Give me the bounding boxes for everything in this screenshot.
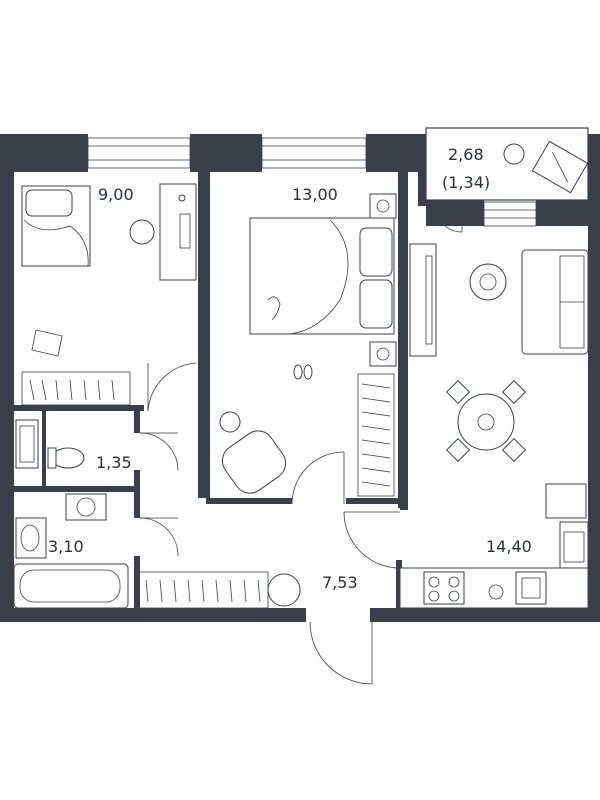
pillow-1 bbox=[359, 227, 393, 277]
wardrobe-bedroom1 bbox=[21, 371, 131, 406]
area-label-balcony-reduced: (1,34) bbox=[442, 173, 490, 192]
area-label-hallway: 7,53 bbox=[322, 573, 358, 592]
bathroom bbox=[13, 493, 179, 609]
cooktop bbox=[423, 571, 465, 605]
sink-toilet bbox=[15, 419, 39, 469]
wall-bedroom1-bottom bbox=[14, 405, 144, 411]
nightstand-bottom bbox=[369, 341, 397, 367]
hangers-bedroom2 bbox=[361, 383, 391, 487]
desk-chair bbox=[129, 219, 155, 245]
wall-toilet-bottom bbox=[14, 486, 140, 492]
wall-toilet-left bbox=[42, 405, 46, 490]
area-label-bathroom: 3,10 bbox=[48, 537, 84, 556]
wall-outer-left bbox=[0, 134, 14, 622]
pillow-2 bbox=[359, 279, 393, 329]
duvet-fold bbox=[289, 219, 349, 335]
walls bbox=[0, 134, 600, 622]
wall-bath-right bbox=[134, 492, 140, 518]
balcony bbox=[425, 127, 589, 233]
wall-top-2 bbox=[190, 134, 262, 172]
door-swing-living bbox=[343, 511, 401, 569]
wall-bottom-right bbox=[370, 608, 600, 622]
area-label-balcony: 2,68 bbox=[448, 145, 484, 164]
dining-chair-2 bbox=[501, 379, 527, 405]
area-label-toilet: 1,35 bbox=[96, 453, 132, 472]
wall-top-1 bbox=[0, 134, 88, 172]
hangers-hallway bbox=[145, 579, 261, 603]
window-living bbox=[483, 201, 537, 227]
door-swing-entrance bbox=[309, 621, 373, 685]
armchair bbox=[221, 430, 287, 494]
dining-chair-4 bbox=[501, 437, 527, 463]
wall-partition-living bbox=[398, 168, 408, 508]
hangers-bedroom1 bbox=[29, 379, 115, 401]
wall-top-balcony-left bbox=[418, 134, 426, 206]
dining-table bbox=[457, 393, 515, 451]
sink-bathroom bbox=[15, 517, 47, 559]
wall-kitchen-top-left bbox=[426, 200, 484, 226]
door-swing-bathroom bbox=[139, 517, 179, 557]
slippers-right bbox=[303, 364, 313, 380]
bedroom-1 bbox=[21, 183, 197, 412]
hallway bbox=[137, 511, 401, 685]
wall-toilet-right-2 bbox=[134, 470, 140, 490]
windows bbox=[87, 137, 537, 227]
kitchen-sink bbox=[515, 571, 547, 605]
monitor bbox=[179, 213, 191, 249]
desk bbox=[159, 183, 197, 281]
kitchen-living bbox=[399, 243, 589, 609]
window-bedroom1 bbox=[87, 137, 191, 169]
dining-chair-3 bbox=[445, 437, 471, 463]
door-swing-bedroom2 bbox=[291, 451, 345, 505]
toilet-bowl bbox=[51, 447, 85, 469]
coffee-table bbox=[469, 263, 507, 301]
wall-bedroom2-bottom bbox=[206, 498, 292, 504]
hallway-pouf bbox=[267, 573, 301, 607]
fridge bbox=[545, 483, 587, 519]
wall-toilet-right bbox=[134, 411, 140, 433]
dining-chair-1 bbox=[445, 379, 471, 405]
area-labels: 9,00 13,00 2,68 (1,34) 1,35 3,10 7,53 14… bbox=[48, 145, 532, 592]
toilet bbox=[15, 419, 179, 471]
wall-bottom-left bbox=[0, 608, 306, 622]
sofa bbox=[521, 249, 589, 355]
blanket-fold bbox=[23, 219, 89, 267]
balcony-chair bbox=[503, 143, 525, 165]
area-label-bedroom-1: 9,00 bbox=[98, 185, 134, 204]
wall-bath-right-2 bbox=[134, 556, 140, 608]
nightstand-top bbox=[369, 193, 397, 219]
small-table bbox=[219, 411, 241, 433]
pillow bbox=[25, 189, 73, 217]
area-label-kitchen-living: 14,40 bbox=[486, 537, 532, 556]
cat bbox=[267, 296, 281, 321]
wall-top-3 bbox=[366, 134, 418, 172]
toys bbox=[31, 329, 63, 357]
kitchen-tap bbox=[488, 584, 504, 600]
window-bedroom2 bbox=[261, 137, 367, 169]
wardrobe-bedroom2 bbox=[357, 373, 395, 497]
bedroom-2 bbox=[219, 193, 397, 505]
door-swing-bedroom1 bbox=[147, 362, 197, 412]
door-swing-toilet bbox=[139, 432, 179, 471]
wall-right-upper bbox=[536, 200, 600, 226]
area-label-bedroom-2: 13,00 bbox=[292, 185, 338, 204]
bathtub bbox=[13, 563, 129, 609]
slippers-left bbox=[293, 364, 303, 380]
balcony-door-swing bbox=[435, 205, 463, 233]
wall-kitchen-left-bottom bbox=[396, 560, 402, 610]
wall-outer-right bbox=[588, 134, 600, 622]
balcony-outline bbox=[425, 127, 589, 201]
desk-lamp bbox=[178, 194, 186, 202]
wall-bedroom2-bottom-r bbox=[346, 498, 408, 504]
wall-partition-bedrooms bbox=[198, 168, 210, 498]
